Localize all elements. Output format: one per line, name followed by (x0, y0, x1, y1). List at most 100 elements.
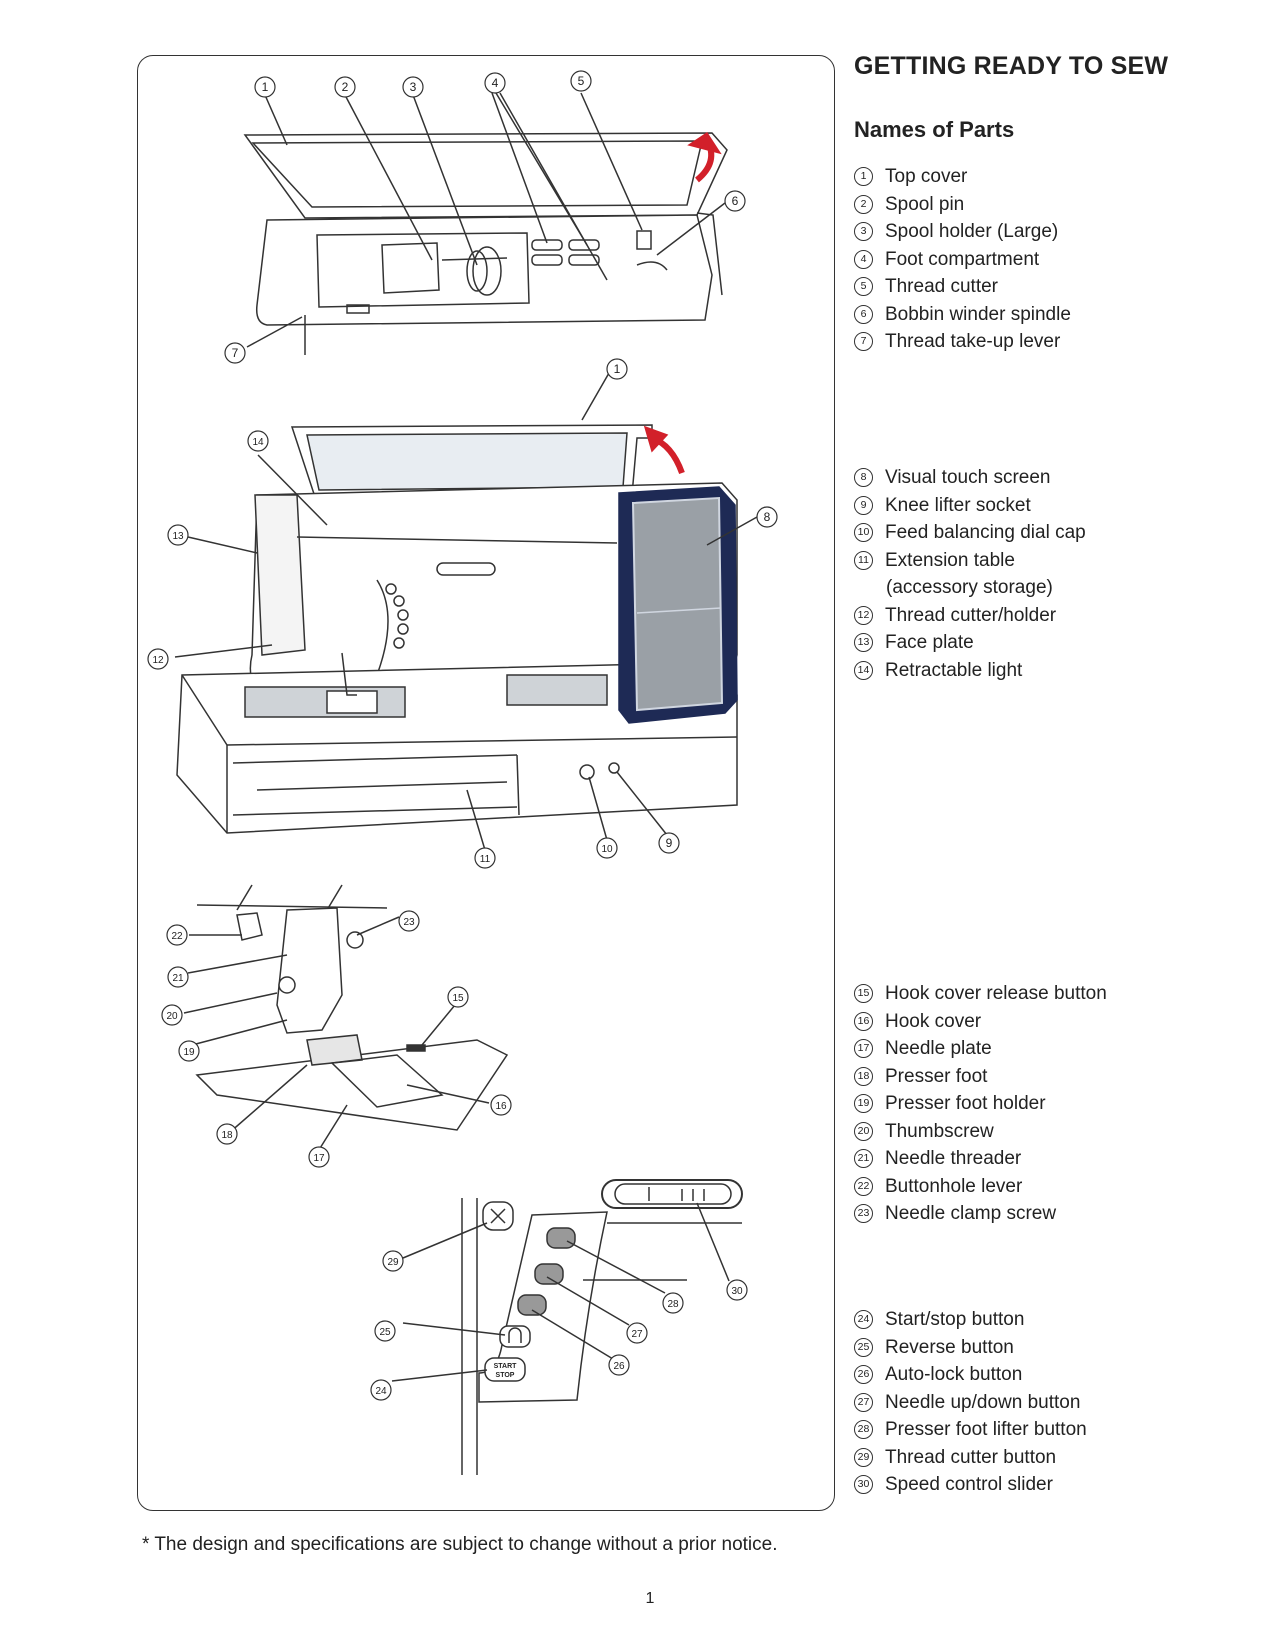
part-label: Presser foot holder (885, 1093, 1046, 1114)
part-number-badge: 7 (854, 332, 873, 352)
part-number-badge: 28 (854, 1420, 873, 1440)
part-item-continuation: (accessory storage) (854, 574, 1086, 602)
callout-1: 1 (606, 358, 628, 380)
callout-number: 19 (183, 1047, 195, 1058)
section-heading: GETTING READY TO SEW (854, 52, 1169, 80)
part-label: Hook cover (885, 1010, 982, 1032)
part-label: Visual touch screen (885, 467, 1051, 488)
part-label: Foot compartment (885, 248, 1040, 270)
callout-6: 6 (724, 190, 746, 212)
parts-list-presser-foot: 15 Hook cover release button 16 Hook cover… (854, 980, 1107, 1228)
part-number-badge: 12 (854, 605, 873, 625)
part-number-badge: 19 (854, 1094, 873, 1114)
part-item: 27 Needle up/down button (854, 1389, 1087, 1417)
callout-number: 9 (666, 836, 673, 850)
callout-number: 7 (232, 346, 239, 360)
part-item: 8 Visual touch screen (854, 464, 1086, 492)
callout-28: 28 (662, 1292, 684, 1314)
callout-25: 25 (374, 1320, 396, 1342)
part-number-badge: 16 (854, 1011, 873, 1031)
callout-17: 17 (308, 1146, 330, 1168)
callout-number: 21 (172, 973, 184, 984)
callout-number: 30 (731, 1286, 743, 1297)
part-number-badge: 14 (854, 660, 873, 680)
callout-number: 15 (452, 993, 464, 1004)
callout-1: 1 (254, 76, 276, 98)
part-number-badge: 8 (854, 468, 873, 488)
page-number: 1 (645, 1590, 655, 1607)
part-item: 1 Top cover (854, 163, 1071, 191)
part-number-badge: 30 (854, 1475, 873, 1495)
callout-number: 10 (601, 844, 613, 855)
part-number-badge: 15 (854, 984, 873, 1004)
callout-10: 10 (596, 837, 618, 859)
part-number-badge: 27 (854, 1392, 873, 1412)
part-number-badge: 11 (854, 550, 873, 570)
callout-number: 1 (614, 362, 621, 376)
callout-number: 22 (171, 931, 183, 942)
part-label: Thread take-up lever (885, 331, 1061, 352)
part-item: 14 Retractable light (854, 657, 1086, 685)
callout-9: 9 (658, 832, 680, 854)
part-label: Knee lifter socket (885, 494, 1031, 516)
callout-24: 24 (370, 1379, 392, 1401)
callout-number: 27 (631, 1329, 643, 1340)
callout-16: 16 (490, 1094, 512, 1116)
callout-20: 20 (161, 1004, 183, 1026)
part-label: Needle threader (885, 1148, 1022, 1169)
top-cover-illustration (243, 92, 728, 355)
part-label: Presser foot (885, 1065, 988, 1087)
callout-number: 16 (495, 1101, 507, 1112)
part-label: Thumbscrew (885, 1120, 994, 1142)
part-label: Needle up/down button (885, 1391, 1081, 1413)
start-stop-button-label: STOP (496, 1372, 515, 1379)
part-number-badge: 21 (854, 1149, 873, 1169)
part-number-badge: 29 (854, 1447, 873, 1467)
callout-number: 3 (410, 80, 417, 94)
part-label: Extension table (885, 549, 1015, 571)
part-label: Top cover (885, 166, 968, 187)
part-label: Start/stop button (885, 1309, 1025, 1330)
part-label: Retractable light (885, 659, 1023, 681)
part-item: 15 Hook cover release button (854, 980, 1107, 1008)
part-label: Needle plate (885, 1038, 992, 1059)
part-label: Auto-lock button (885, 1364, 1023, 1385)
part-label: Buttonhole lever (885, 1175, 1023, 1197)
part-item: 21 Needle threader (854, 1145, 1107, 1173)
callout-14: 14 (247, 430, 269, 452)
callout-18: 18 (216, 1123, 238, 1145)
callout-number: 14 (252, 437, 264, 448)
part-number-badge: 25 (854, 1337, 873, 1357)
part-number-badge: 1 (854, 167, 873, 187)
callout-30: 30 (726, 1279, 748, 1301)
part-item: 11 Extension table (854, 547, 1086, 575)
callout-number: 17 (313, 1153, 325, 1164)
part-number-badge: 10 (854, 523, 873, 543)
callout-number: 28 (667, 1299, 679, 1310)
part-item: 28 Presser foot lifter button (854, 1416, 1087, 1444)
callout-22: 22 (166, 924, 188, 946)
callout-11: 11 (474, 847, 496, 869)
part-number-badge: 17 (854, 1039, 873, 1059)
callout-number: 1 (262, 80, 269, 94)
part-label: Hook cover release button (885, 983, 1107, 1004)
callout-number: 24 (375, 1386, 387, 1397)
part-label: Feed balancing dial cap (885, 522, 1086, 543)
callout-number: 11 (480, 854, 491, 865)
part-item: 19 Presser foot holder (854, 1090, 1107, 1118)
part-label: Presser foot lifter button (885, 1419, 1087, 1440)
part-item: 22 Buttonhole lever (854, 1173, 1107, 1201)
machine-illustration (174, 372, 758, 851)
part-number-badge: 22 (854, 1176, 873, 1196)
parts-illustration: 1234567114131281110922232120151916181730… (147, 70, 778, 1475)
